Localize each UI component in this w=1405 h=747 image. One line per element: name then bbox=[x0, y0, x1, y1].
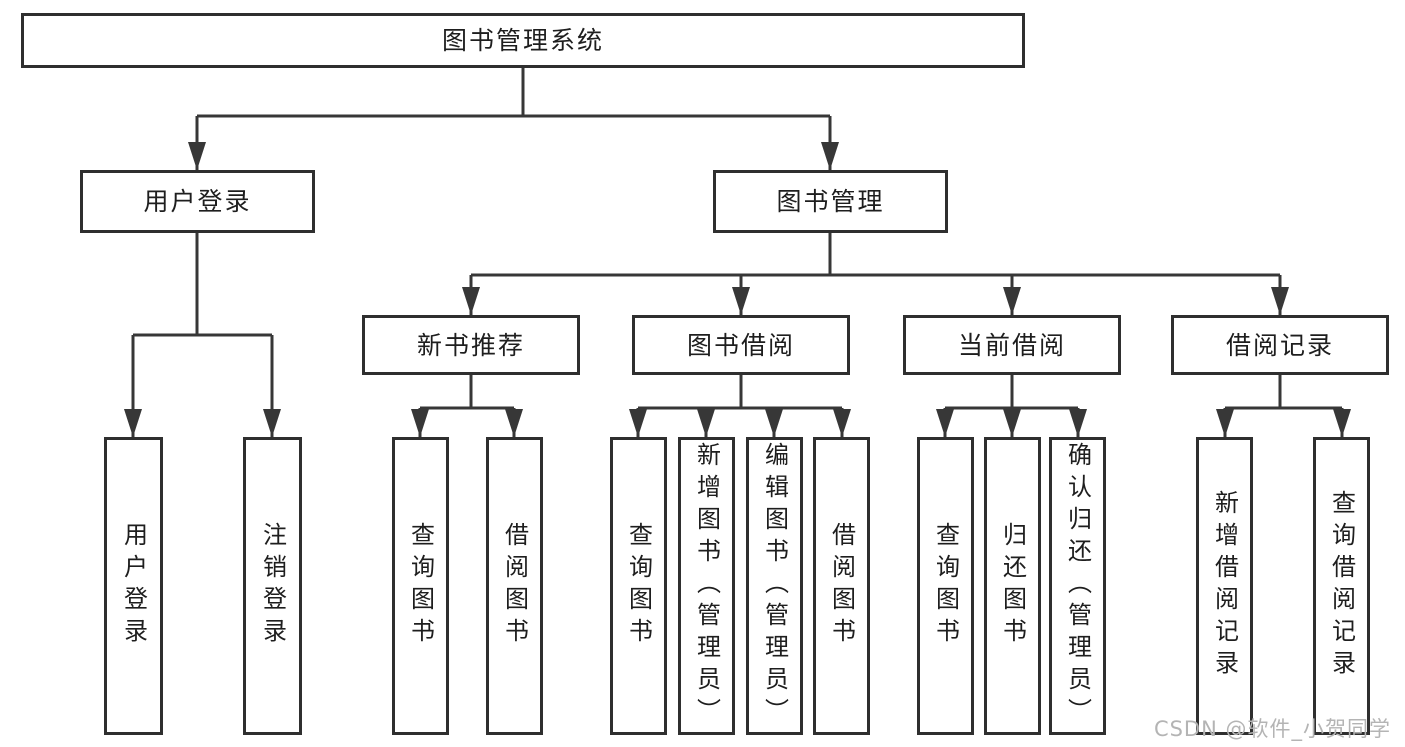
arrowhead bbox=[124, 409, 142, 437]
node-label: 查询图书 bbox=[624, 522, 653, 650]
arrowhead bbox=[697, 409, 715, 437]
node-leaf-return-book: 归还图书 bbox=[984, 437, 1041, 735]
node-label: 查询借阅记录 bbox=[1327, 490, 1356, 682]
node-label: 用户登录 bbox=[119, 522, 148, 650]
arrowhead bbox=[765, 409, 783, 437]
arrowhead bbox=[462, 287, 480, 315]
arrowhead bbox=[188, 142, 206, 170]
arrowhead bbox=[1271, 287, 1289, 315]
node-leaf-confirm-return-admin: 确认归还（管理员） bbox=[1049, 437, 1106, 735]
node-label: 借阅图书 bbox=[827, 522, 856, 650]
node-label: 图书管理系统 bbox=[441, 26, 604, 55]
node-label: 归还图书 bbox=[998, 522, 1027, 650]
node-leaf-borrow-books-borrowing: 借阅图书 bbox=[813, 437, 870, 735]
node-label: 新增借阅记录 bbox=[1210, 490, 1239, 682]
arrowhead bbox=[936, 409, 954, 437]
node-book-management-branch: 图书管理 bbox=[713, 170, 948, 233]
node-current-borrowing: 当前借阅 bbox=[903, 315, 1121, 375]
arrowhead bbox=[1216, 409, 1234, 437]
node-library-management-system: 图书管理系统 bbox=[21, 13, 1025, 68]
arrowhead bbox=[821, 142, 839, 170]
node-leaf-add-borrow-record: 新增借阅记录 bbox=[1196, 437, 1253, 735]
node-leaf-query-books-current: 查询图书 bbox=[917, 437, 974, 735]
arrowhead bbox=[505, 409, 523, 437]
node-leaf-borrow-books-newrec: 借阅图书 bbox=[486, 437, 543, 735]
node-label: 确认归还（管理员） bbox=[1063, 442, 1092, 730]
arrowhead bbox=[1069, 409, 1087, 437]
node-leaf-query-books-borrowing: 查询图书 bbox=[610, 437, 667, 735]
arrowhead bbox=[263, 409, 281, 437]
node-leaf-logout: 注销登录 bbox=[243, 437, 302, 735]
node-label: 查询图书 bbox=[931, 522, 960, 650]
arrowhead bbox=[411, 409, 429, 437]
node-leaf-user-login: 用户登录 bbox=[104, 437, 163, 735]
node-leaf-add-book-admin: 新增图书（管理员） bbox=[678, 437, 735, 735]
node-label: 用户登录 bbox=[143, 187, 252, 216]
connector-path bbox=[131, 68, 1344, 437]
node-label: 图书管理 bbox=[776, 187, 885, 216]
arrowhead bbox=[629, 409, 647, 437]
node-borrowing-records: 借阅记录 bbox=[1171, 315, 1389, 375]
node-user-login-branch: 用户登录 bbox=[80, 170, 315, 233]
node-label: 编辑图书（管理员） bbox=[760, 442, 789, 730]
arrowhead bbox=[1333, 409, 1351, 437]
node-label: 查询图书 bbox=[406, 522, 435, 650]
arrowheads bbox=[124, 142, 1351, 437]
node-label: 当前借阅 bbox=[957, 330, 1066, 360]
node-leaf-query-books-newrec: 查询图书 bbox=[392, 437, 449, 735]
node-label: 新书推荐 bbox=[416, 330, 525, 360]
node-book-borrowing: 图书借阅 bbox=[632, 315, 850, 375]
arrowhead bbox=[1003, 409, 1021, 437]
arrowhead bbox=[732, 287, 750, 315]
node-label: 借阅图书 bbox=[500, 522, 529, 650]
node-label: 注销登录 bbox=[258, 522, 287, 650]
node-new-book-recommendation: 新书推荐 bbox=[362, 315, 580, 375]
node-leaf-query-borrow-record: 查询借阅记录 bbox=[1313, 437, 1370, 735]
node-label: 图书借阅 bbox=[686, 330, 795, 360]
arrowhead bbox=[833, 409, 851, 437]
node-label: 新增图书（管理员） bbox=[692, 442, 721, 730]
node-label: 借阅记录 bbox=[1225, 330, 1334, 360]
csdn-watermark: CSDN @软件_小贺同学 bbox=[1153, 717, 1391, 741]
arrowhead bbox=[1003, 287, 1021, 315]
node-leaf-edit-book-admin: 编辑图书（管理员） bbox=[746, 437, 803, 735]
